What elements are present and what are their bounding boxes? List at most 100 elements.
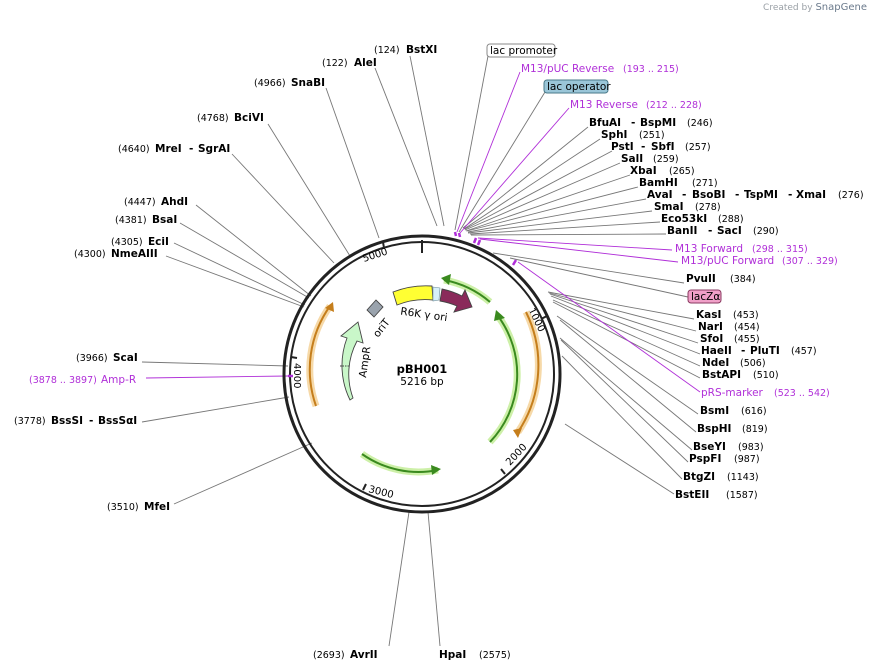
enzyme-alei[interactable]: AleI xyxy=(354,57,377,69)
enzyme-bsphi[interactable]: BspHI xyxy=(697,423,731,435)
enzyme-sgrai[interactable]: SgrAI xyxy=(198,143,230,155)
feature-m13-puc-forward[interactable]: M13/pUC Forward xyxy=(681,255,774,267)
enzyme-sbfi[interactable]: SbfI xyxy=(651,141,675,153)
enzyme-hpai[interactable]: HpaI xyxy=(439,649,466,661)
leader-pspfi xyxy=(560,339,689,463)
feature-pos: (193 .. 215) xyxy=(623,64,679,75)
leader-sphi xyxy=(463,138,601,230)
enzyme-btgzi[interactable]: BtgZI xyxy=(683,471,715,483)
feature-m13-forward[interactable]: M13 Forward xyxy=(675,243,743,255)
enzyme-pos: (278) xyxy=(695,202,721,213)
enzyme-ecii[interactable]: EciI xyxy=(148,236,169,248)
enzyme-ndei[interactable]: NdeI xyxy=(702,357,729,369)
feature-pos: (3878 .. 3897) xyxy=(29,375,97,386)
enzyme-kasi[interactable]: KasI xyxy=(696,309,721,321)
enzyme-pos: (510) xyxy=(753,370,779,381)
enzyme-bseyi[interactable]: BseYI xyxy=(693,441,726,453)
tick-3000 xyxy=(362,483,367,491)
enzyme-psti[interactable]: PstI xyxy=(611,141,634,153)
enzyme-pos: (3510) xyxy=(107,502,139,513)
enzyme-bstxi[interactable]: BstXI xyxy=(406,44,437,56)
leader-smai xyxy=(467,210,653,234)
leader-m13-reverse xyxy=(459,107,570,234)
leader-bsssi xyxy=(141,396,290,423)
enzyme-bstapi[interactable]: BstAPI xyxy=(702,369,741,381)
feature-amp-r[interactable]: Amp-R xyxy=(101,374,136,386)
enzyme-pos: (290) xyxy=(753,226,779,237)
leader-hpai xyxy=(427,511,441,647)
enzyme-pos: (3966) xyxy=(76,353,108,364)
enzyme-bcivi[interactable]: BciVI xyxy=(234,112,264,124)
leader-kasi xyxy=(547,291,695,320)
feature-lac-promoter[interactable]: lac promoter xyxy=(490,45,558,57)
enzyme-saci[interactable]: SacI xyxy=(717,225,742,237)
feature-pos: (523 .. 542) xyxy=(774,388,830,399)
feature-prs-marker[interactable]: pRS-marker xyxy=(701,387,764,399)
enzyme-avrii[interactable]: AvrII xyxy=(350,649,378,661)
enzyme-pvuii[interactable]: PvuII xyxy=(686,273,716,285)
enzyme-pos: (251) xyxy=(639,130,665,141)
enzyme-pos: (265) xyxy=(669,166,695,177)
primer-m13-puc-reverse-mark xyxy=(453,231,458,237)
leader-sali xyxy=(464,162,621,231)
enzyme-bsmi[interactable]: BsmI xyxy=(700,405,729,417)
enzyme-bspmi[interactable]: BspMI xyxy=(640,117,676,129)
orit-feature[interactable] xyxy=(366,299,384,318)
enzyme-bsteii[interactable]: BstEII xyxy=(675,489,709,501)
enzyme-eco53ki[interactable]: Eco53kI xyxy=(661,213,707,225)
leader-avai xyxy=(467,198,647,233)
enzyme-mrei[interactable]: MreI xyxy=(155,143,182,155)
yellow-feature[interactable] xyxy=(392,285,434,306)
enzyme-sali[interactable]: SalI xyxy=(621,153,643,165)
enzyme-pspfi[interactable]: PspFI xyxy=(689,453,721,465)
ampr-feature[interactable] xyxy=(340,321,364,401)
enzyme-banii[interactable]: BanII xyxy=(667,225,697,237)
feature-m13-puc-reverse[interactable]: M13/pUC Reverse xyxy=(521,63,614,75)
feature-m13-reverse[interactable]: M13 Reverse xyxy=(570,99,638,111)
orit-label: oriT xyxy=(371,316,393,340)
tick-label-4000: 4000 xyxy=(291,363,302,388)
enzyme-avai[interactable]: AvaI xyxy=(647,189,673,201)
enzyme-nmeaiii[interactable]: NmeAIII xyxy=(111,248,158,260)
enzyme-pos: (4447) xyxy=(124,197,156,208)
enzyme-snabi[interactable]: SnaBI xyxy=(291,77,325,89)
enzyme-sphi[interactable]: SphI xyxy=(601,129,627,141)
primer-m13-puc-forward-mark xyxy=(476,239,482,246)
enzyme-pos: (455) xyxy=(734,334,760,345)
r6k-gamma-ori-feature[interactable] xyxy=(439,288,473,313)
lacz-alpha-arrowhead xyxy=(441,274,451,285)
enzyme-nari[interactable]: NarI xyxy=(698,321,723,333)
leader-m13-forward xyxy=(477,237,673,251)
enzyme-pos: (4768) xyxy=(197,113,229,124)
enzyme-mfei[interactable]: MfeI xyxy=(144,501,170,513)
enzyme-separator: - xyxy=(788,189,792,201)
enzyme-bsssi[interactable]: BssSI xyxy=(51,415,83,427)
tick-marks xyxy=(290,241,548,491)
enzyme-bamhi[interactable]: BamHI xyxy=(639,177,678,189)
enzyme-bsobi[interactable]: BsoBI xyxy=(692,189,725,201)
enzyme-scai[interactable]: ScaI xyxy=(113,352,138,364)
feature-lacz-alpha[interactable]: lacZα xyxy=(691,291,720,303)
enzyme-pos: (288) xyxy=(718,214,744,225)
snapgene-credit: Created by SnapGene xyxy=(763,2,867,13)
credit-prefix: Created by xyxy=(763,3,813,13)
enzyme-xbai[interactable]: XbaI xyxy=(630,165,657,177)
enzyme-smai[interactable]: SmaI xyxy=(654,201,684,213)
enzyme-sfoi[interactable]: SfoI xyxy=(700,333,723,345)
enzyme-pos: (1143) xyxy=(727,472,759,483)
enzyme-separator: - xyxy=(735,189,739,201)
enzyme-ahdi[interactable]: AhdI xyxy=(161,196,188,208)
enzyme-bsssai[interactable]: BssSαI xyxy=(98,415,137,427)
feature-lac-operator[interactable]: lac operator xyxy=(547,81,611,93)
enzyme-xmai[interactable]: XmaI xyxy=(796,189,826,201)
enzyme-bsai[interactable]: BsaI xyxy=(152,214,177,226)
enzyme-pluti[interactable]: PluTI xyxy=(750,345,780,357)
leader-lac-operator xyxy=(458,91,546,233)
leader-ahdi xyxy=(195,204,312,297)
enzyme-bfuai[interactable]: BfuAI xyxy=(589,117,621,129)
snapgene-logo: SnapGene xyxy=(815,2,867,13)
enzyme-haeii[interactable]: HaeII xyxy=(701,345,732,357)
enzyme-pos: (506) xyxy=(740,358,766,369)
enzyme-tspmi[interactable]: TspMI xyxy=(744,189,778,201)
tick-1000 xyxy=(540,315,548,320)
